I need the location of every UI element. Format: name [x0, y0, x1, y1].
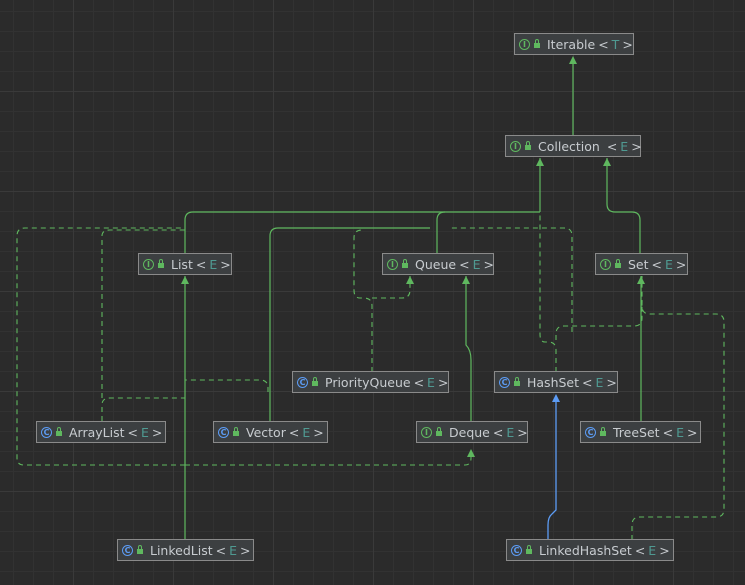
lock-icon: [312, 377, 318, 386]
interface-icon: I: [143, 258, 154, 270]
edge-set-collection: [606, 158, 641, 253]
interface-icon: I: [421, 426, 432, 438]
node-set[interactable]: I Set<E>: [595, 253, 688, 275]
node-name: LinkedList: [150, 542, 213, 558]
edge-list-collection: [184, 211, 540, 253]
edge-priorityqueue-queue: [353, 229, 373, 372]
edge-linkedhashset-hashset: [547, 400, 557, 540]
node-name: Collection: [538, 138, 604, 154]
node-name: List: [171, 256, 193, 272]
lock-icon: [615, 259, 621, 268]
interface-icon: I: [519, 38, 530, 50]
node-arraylist[interactable]: C ArrayList<E>: [36, 421, 166, 443]
node-name: Queue: [415, 256, 457, 272]
class-icon: C: [511, 544, 522, 556]
edge-linkedlist-deque: [16, 227, 185, 466]
node-name: TreeSet: [613, 424, 660, 440]
lock-icon: [158, 259, 164, 268]
node-name: Deque: [449, 424, 490, 440]
edge-hashset-set: [539, 215, 557, 372]
type-param: E: [141, 424, 149, 440]
node-deque[interactable]: I Deque<E>: [416, 421, 528, 443]
lock-icon: [436, 427, 442, 436]
node-name: Iterable: [547, 36, 596, 52]
type-param: E: [427, 374, 435, 390]
type-param: E: [209, 256, 218, 272]
lock-icon: [56, 427, 62, 436]
class-icon: C: [585, 426, 596, 438]
node-name: HashSet: [527, 374, 580, 390]
lock-icon: [526, 545, 532, 554]
type-param: E: [472, 256, 481, 272]
node-name: PriorityQueue: [325, 374, 411, 390]
node-iterable[interactable]: I Iterable<T>: [514, 33, 634, 55]
node-hashset[interactable]: C HashSet<E>: [494, 371, 618, 393]
lock-icon: [534, 39, 540, 48]
type-param: E: [665, 256, 673, 272]
node-linkedlist[interactable]: C LinkedList<E>: [117, 539, 254, 561]
interface-icon: I: [510, 140, 521, 152]
lock-icon: [514, 377, 520, 386]
lock-icon: [137, 545, 143, 554]
class-icon: C: [41, 426, 52, 438]
class-icon: C: [499, 376, 510, 388]
node-priorityqueue[interactable]: C PriorityQueue<E>: [292, 371, 449, 393]
node-linkedhashset[interactable]: C LinkedHashSet<E>: [506, 539, 674, 561]
edge-vector-list: [185, 379, 269, 392]
lock-icon: [233, 427, 239, 436]
interface-icon: I: [600, 258, 611, 270]
edge-queue-collection: [436, 211, 446, 253]
class-icon: C: [218, 426, 229, 438]
node-collection[interactable]: I Collection <E>: [505, 135, 642, 157]
node-queue[interactable]: I Queue<E>: [382, 253, 494, 275]
edge-deque-queue: [465, 276, 472, 421]
lock-icon: [525, 141, 531, 150]
type-param: T: [611, 36, 620, 52]
edge-arraylist-list: [101, 397, 185, 421]
type-param: E: [676, 424, 684, 440]
node-vector[interactable]: C Vector<E>: [213, 421, 328, 443]
type-param: E: [506, 424, 515, 440]
class-icon: C: [122, 544, 133, 556]
type-param: E: [595, 374, 604, 390]
node-treeset[interactable]: C TreeSet<E>: [580, 421, 701, 443]
type-param: E: [648, 542, 657, 558]
type-param: E: [620, 138, 629, 154]
node-name: Vector: [246, 424, 286, 440]
node-name: Set: [628, 256, 649, 272]
interface-icon: I: [387, 258, 398, 270]
type-param: E: [302, 424, 311, 440]
class-icon: C: [297, 376, 308, 388]
node-name: LinkedHashSet: [539, 542, 632, 558]
node-name: ArrayList: [69, 424, 125, 440]
lock-icon: [402, 259, 408, 268]
node-list[interactable]: I List<E>: [138, 253, 232, 275]
lock-icon: [600, 427, 606, 436]
edge-linkedhashset-set: [631, 276, 725, 540]
type-param: E: [229, 542, 238, 558]
